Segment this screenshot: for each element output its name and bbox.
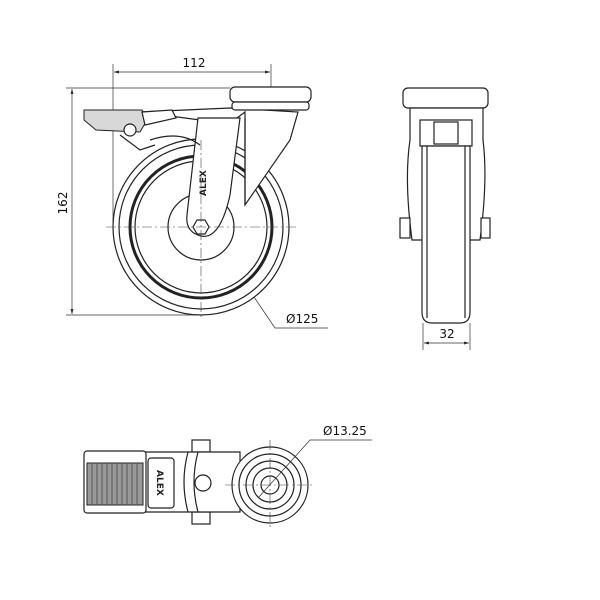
- wheel-diameter-label: Ø125: [286, 312, 318, 326]
- brake-pedal-bottom: [83, 450, 147, 514]
- dimension-wheel-width: 32: [422, 323, 471, 350]
- height-dimension-label: 162: [56, 192, 70, 215]
- wheel-front: [421, 145, 471, 324]
- front-view: 32: [399, 87, 491, 350]
- bolt-top: [191, 439, 211, 453]
- dimension-bore-diameter: Ø13.25: [257, 424, 372, 499]
- top-plate: [229, 86, 312, 111]
- width-dimension-label: 112: [183, 56, 206, 70]
- brake-pedal: [83, 109, 177, 151]
- dimension-height: 162: [56, 87, 230, 316]
- bolt-right: [480, 217, 491, 239]
- side-logo: ALEX: [199, 170, 209, 196]
- top-plate-front: [402, 87, 489, 109]
- bottom-view: ALEX Ø13.25: [83, 424, 372, 530]
- bolt-bottom: [191, 511, 211, 525]
- bore-diameter-label: Ø13.25: [323, 424, 367, 438]
- bolt-left: [399, 217, 411, 239]
- bottom-logo: ALEX: [154, 470, 164, 496]
- dimension-width: 112: [112, 56, 272, 230]
- dimension-wheel-diameter: Ø125: [253, 296, 328, 329]
- wheel-width-label: 32: [439, 327, 454, 341]
- side-view: 112 162 A: [56, 56, 328, 329]
